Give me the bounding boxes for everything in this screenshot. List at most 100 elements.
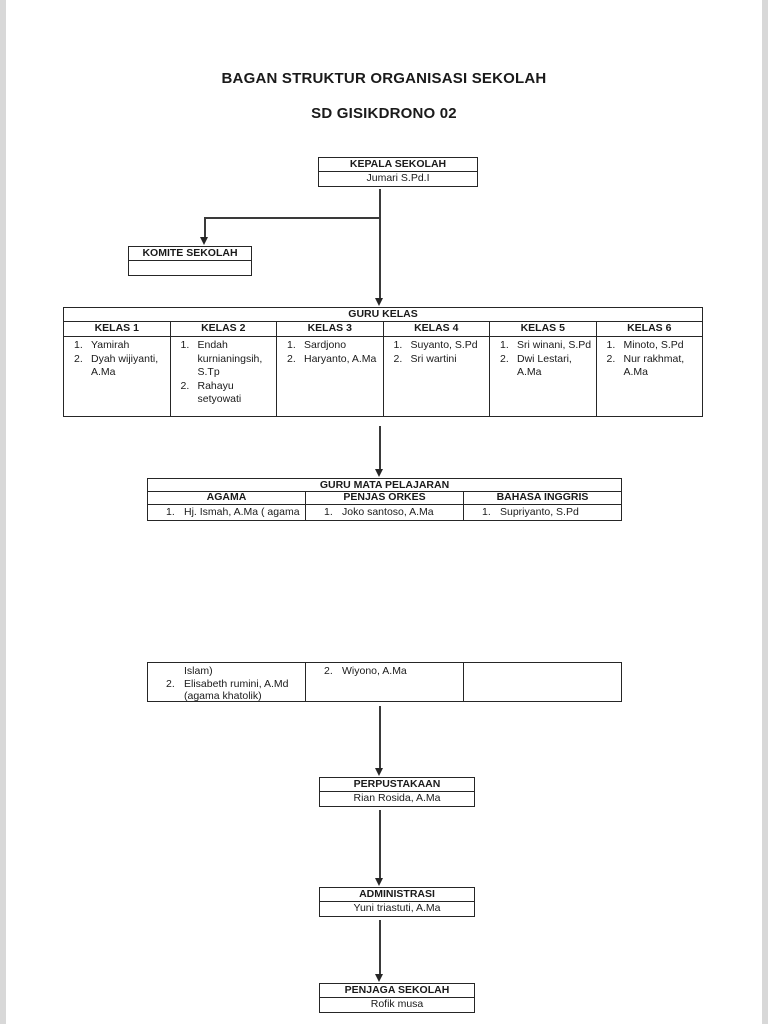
connector-komite-drop	[204, 217, 206, 237]
box-perpustakaan: PERPUSTAKAAN Rian Rosida, A.Ma	[319, 777, 475, 807]
perpustakaan-name: Rian Rosida, A.Ma	[353, 792, 441, 804]
member-item: 2. Dwi Lestari, A.Ma	[490, 353, 596, 380]
kepala-sekolah-title: KEPALA SEKOLAH	[319, 158, 477, 172]
page-subtitle: SD GISIKDRONO 02	[311, 105, 457, 122]
member-number: 2.	[180, 379, 190, 392]
member-number: 2.	[74, 352, 83, 365]
kelas-3-cell: 1. Sardjono 2. Haryanto, A.Ma	[277, 337, 384, 416]
connector-mapel-to-perpustakaan	[379, 706, 381, 768]
member-name: Haryanto, A.Ma	[304, 352, 377, 365]
kepala-sekolah-name: Jumari S.Pd.I	[366, 172, 430, 184]
guru-mapel-header-row: AGAMA PENJAS ORKES BAHASA INGGRIS	[148, 491, 621, 505]
member-item: 1. Minoto, S.Pd	[597, 339, 703, 353]
member-name: Sri wartini	[410, 352, 457, 365]
member-number: 1.	[606, 339, 616, 351]
member-number: 2.	[606, 352, 616, 365]
arrowhead-mapel	[375, 469, 383, 477]
guru-mapel-table-continued: Islam) 2. Elisabeth rumini, A.Md (agama k…	[147, 662, 622, 702]
penjas-orkes-cell: 1. Joko santoso, A.Ma	[306, 505, 464, 520]
connector-branch-komite	[204, 217, 380, 219]
member-number: 2.	[500, 352, 509, 365]
arrowhead-penjaga	[375, 974, 383, 982]
guru-kelas-body-row: 1.Yamirah 2.Dyah wijiyanti, A.Ma 1.Endah…	[64, 337, 702, 416]
kelas-2-header: KELAS 2	[171, 322, 277, 336]
page-margin-left	[0, 0, 6, 1024]
box-administrasi: ADMINISTRASI Yuni triastuti, A.Ma	[319, 887, 475, 917]
connector-administrasi-to-penjaga	[379, 920, 381, 974]
member-number: 2.	[324, 665, 333, 677]
member-number: 1.	[287, 339, 296, 351]
box-kepala-sekolah: KEPALA SEKOLAH Jumari S.Pd.I	[318, 157, 478, 187]
connector-perpustakaan-to-administrasi	[379, 810, 381, 878]
guru-mapel-table: GURU MATA PELAJARAN AGAMA PENJAS ORKES B…	[147, 478, 622, 521]
member-number: 2.	[166, 677, 175, 690]
member-name: Dyah wijiyanti, A.Ma	[91, 352, 159, 379]
penjas-orkes-header: PENJAS ORKES	[306, 491, 464, 504]
member-item: 1.Supriyanto, S.Pd	[464, 506, 621, 519]
member-name: Minoto, S.Pd	[623, 339, 684, 351]
member-name: Supriyanto, S.Pd	[500, 506, 579, 518]
kelas-1-cell: 1.Yamirah 2. Dyah wijiyanti, A.Ma	[64, 337, 171, 416]
guru-kelas-table: GURU KELAS KELAS 1 KELAS 2 KELAS 3 KELAS…	[63, 307, 703, 417]
member-item: 2. Elisabeth rumini, A.Md (agama khatolik…	[148, 678, 305, 703]
member-item: 2.Sri wartini	[384, 353, 490, 367]
bahasa-inggris-header: BAHASA INGGRIS	[496, 491, 589, 503]
member-name: Yamirah	[91, 339, 130, 351]
member-item: 2. Dyah wijiyanti, A.Ma	[64, 353, 170, 380]
member-number: 1.	[500, 339, 509, 351]
arrowhead-administrasi	[375, 878, 383, 886]
komite-sekolah-name	[129, 261, 251, 275]
komite-sekolah-title: KOMITE SEKOLAH	[129, 247, 251, 261]
kelas-6-cell: 1. Minoto, S.Pd 2. Nur rakhmat, A.Ma	[597, 337, 703, 416]
member-name: Hj. Ismah, A.Ma ( agama	[184, 506, 300, 518]
member-name: Islam)	[184, 665, 213, 677]
guru-kelas-header-row: KELAS 1 KELAS 2 KELAS 3 KELAS 4 KELAS 5 …	[64, 322, 702, 337]
penjaga-sekolah-name: Rofik musa	[370, 998, 424, 1010]
page-title: BAGAN STRUKTUR ORGANISASI SEKOLAH	[221, 70, 547, 87]
box-komite-sekolah: KOMITE SEKOLAH	[128, 246, 252, 276]
kelas-5-cell: 1. Sri winani, S.Pd 2. Dwi Lestari, A.Ma	[490, 337, 597, 416]
guru-mapel-title: GURU MATA PELAJARAN	[148, 479, 621, 492]
guru-kelas-title: GURU KELAS	[64, 308, 702, 322]
member-number: 1.	[393, 339, 403, 351]
agama-cell: 1. Hj. Ismah, A.Ma ( agama	[148, 505, 306, 520]
member-name: Elisabeth rumini, A.Md (agama khatolik)	[184, 677, 289, 703]
arrowhead-komite	[200, 237, 208, 245]
arrowhead-perpustakaan	[375, 768, 383, 776]
member-name: Joko santoso, A.Ma	[342, 506, 434, 518]
member-item: 2.Wiyono, A.Ma	[306, 665, 463, 678]
member-item: 1. Joko santoso, A.Ma	[306, 506, 463, 519]
connector-kepala-to-gurukelas	[379, 189, 381, 298]
member-item: 2.Rahayu setyowati	[171, 380, 277, 407]
member-name: Nur rakhmat, A.Ma	[623, 352, 685, 379]
member-number	[166, 665, 184, 678]
kelas-3-header: KELAS 3	[277, 322, 384, 336]
member-item: Islam)	[148, 665, 305, 678]
member-item: 1. Sardjono	[277, 339, 383, 353]
member-number: 1.	[180, 339, 190, 351]
member-item: 1. Hj. Ismah, A.Ma ( agama	[148, 506, 305, 519]
kelas-4-header: KELAS 4	[384, 322, 490, 336]
kelas-1-header: KELAS 1	[64, 322, 171, 336]
member-name: Sardjono	[304, 339, 347, 351]
administrasi-title: ADMINISTRASI	[320, 888, 474, 902]
arrowhead-gurukelas	[375, 298, 383, 306]
bahasa-inggris-cell: 1.Supriyanto, S.Pd	[464, 505, 621, 520]
member-item: 1. Sri winani, S.Pd	[490, 339, 596, 353]
member-name: Dwi Lestari, A.Ma	[517, 352, 572, 379]
member-item: 1.Yamirah	[64, 339, 170, 353]
member-name: Sri winani, S.Pd	[517, 339, 592, 351]
kelas-2-cell: 1.Endah kurnianingsih, S.Tp 2.Rahayu set…	[171, 337, 277, 416]
agama-cell-continued: Islam) 2. Elisabeth rumini, A.Md (agama k…	[148, 663, 306, 703]
connector-gurukelas-to-mapel	[379, 426, 381, 469]
administrasi-name: Yuni triastuti, A.Ma	[353, 902, 441, 914]
member-number: 2.	[287, 352, 296, 365]
member-item: 1.Suyanto, S.Pd	[384, 339, 490, 353]
member-number: 1.	[324, 506, 333, 518]
agama-header: AGAMA	[148, 491, 306, 504]
member-number: 1.	[166, 506, 175, 518]
penjas-orkes-cell-continued: 2.Wiyono, A.Ma	[306, 663, 464, 701]
guru-mapel-continued-row: Islam) 2. Elisabeth rumini, A.Md (agama k…	[148, 663, 621, 703]
guru-mapel-body-row: 1. Hj. Ismah, A.Ma ( agama 1. Joko santoso…	[148, 505, 621, 520]
